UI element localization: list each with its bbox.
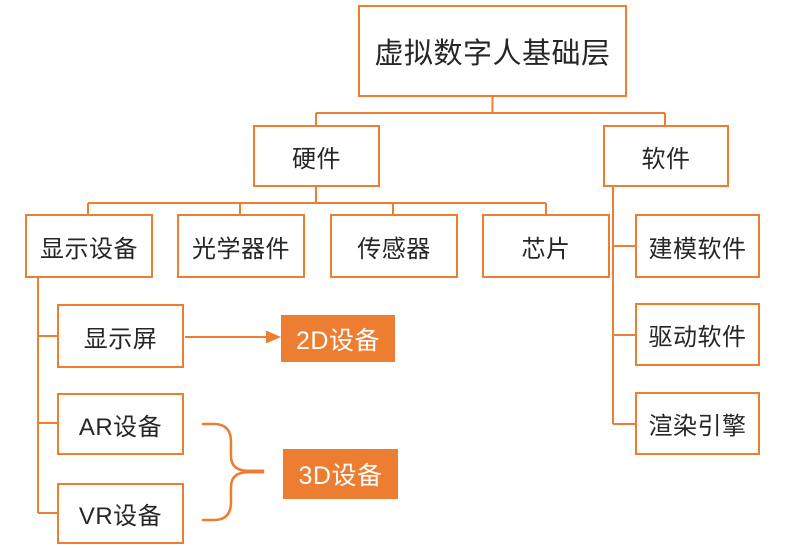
edge-hardware-children [87,187,547,215]
node-render-engine: 渲染引擎 [635,392,760,455]
node-3d-device: 3D设备 [283,449,398,499]
arrow-head-icon [266,330,281,344]
edge-display-children [37,278,58,514]
brace-icon [201,422,265,522]
node-chip: 芯片 [482,214,610,278]
edge-root-split [315,97,666,126]
node-display-screen: 显示屏 [57,304,184,368]
node-vr-device: VR设备 [57,483,184,544]
node-optics: 光学器件 [177,214,305,278]
node-sensor: 传感器 [330,214,458,278]
node-display-device: 显示设备 [25,214,153,278]
node-modeling-software: 建模软件 [635,214,760,278]
node-2d-device: 2D设备 [281,315,395,362]
node-root: 虚拟数字人基础层 [358,5,627,97]
node-ar-device: AR设备 [57,393,184,455]
node-software: 软件 [603,125,729,187]
node-hardware: 硬件 [253,125,380,187]
edge-software-children [612,187,636,425]
node-driver-software: 驱动软件 [635,303,760,366]
